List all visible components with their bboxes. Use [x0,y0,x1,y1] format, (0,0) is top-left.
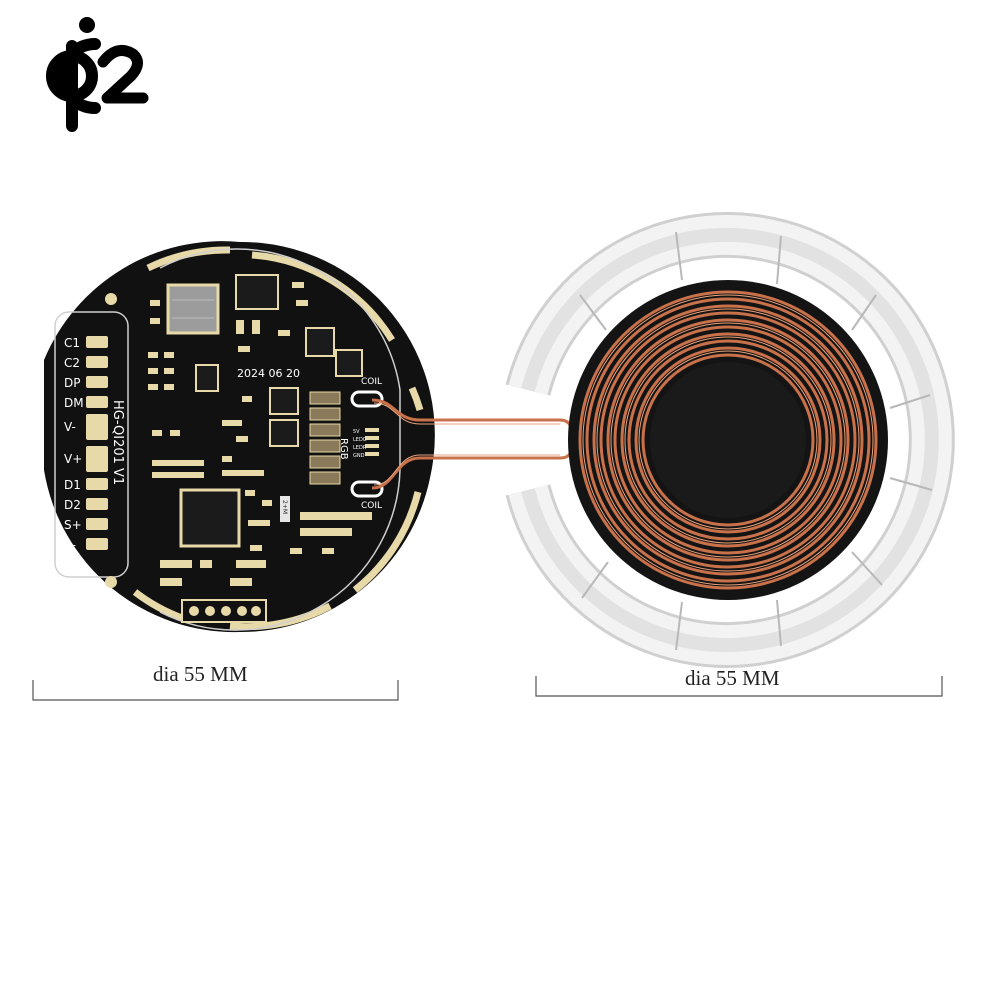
led-label: LEDG [353,437,367,443]
pin-label: D1 [64,478,81,492]
chip [235,274,279,310]
pcb-arc-traces [132,246,424,631]
copper-winding [578,290,878,590]
dimension-bracket-right [535,676,943,697]
chip [195,364,219,392]
passive-components [148,282,372,586]
model-label: HG-QI201 V1 [110,400,125,485]
dimension-bracket-left [32,680,399,701]
led-label: LEDR [353,445,367,451]
led-label: GND [353,453,365,459]
date-label: 2024 06 20 [237,367,300,380]
pin-label: DM [64,396,84,410]
pin-label: C1 [64,336,80,350]
dimension-label-left: dia 55 MM [153,662,248,686]
pin-label: D2 [64,498,81,512]
coil-pad-bottom [350,480,384,498]
coil-label-bottom: COIL [361,501,382,511]
chip [335,349,363,377]
pin-label: DP [64,376,80,390]
coil-label-top: COIL [361,377,382,387]
shield-ring [505,212,955,668]
ferrite-core [650,362,806,518]
bottom-header [181,599,267,623]
small-component [280,496,290,522]
component-label: 2+M [281,500,288,514]
qi2-logo [46,17,149,132]
rgb-header [365,428,379,456]
pin-label: V+ [64,452,82,466]
chip [269,387,299,415]
pin-label: C2 [64,356,80,370]
pcb-board: C1 C2 DP DM V- V+ D1 D2 S+ S- HG-QI201 V… [44,241,435,633]
wireless-coil [505,212,955,668]
coil-pad-top [350,390,384,408]
dimension-label-right: dia 55 MM [685,666,780,690]
mcu-chip [179,488,241,548]
rgb-label: RGB [338,438,349,460]
pin-pads [86,336,108,550]
chip [305,327,335,357]
pin-label: S+ [64,518,82,532]
chip [269,419,299,447]
capacitor-bank [309,391,341,485]
pin-label: S- [64,538,76,552]
pin-label: V- [64,420,76,434]
led-label: 5V [353,429,360,435]
inductor [166,283,220,335]
